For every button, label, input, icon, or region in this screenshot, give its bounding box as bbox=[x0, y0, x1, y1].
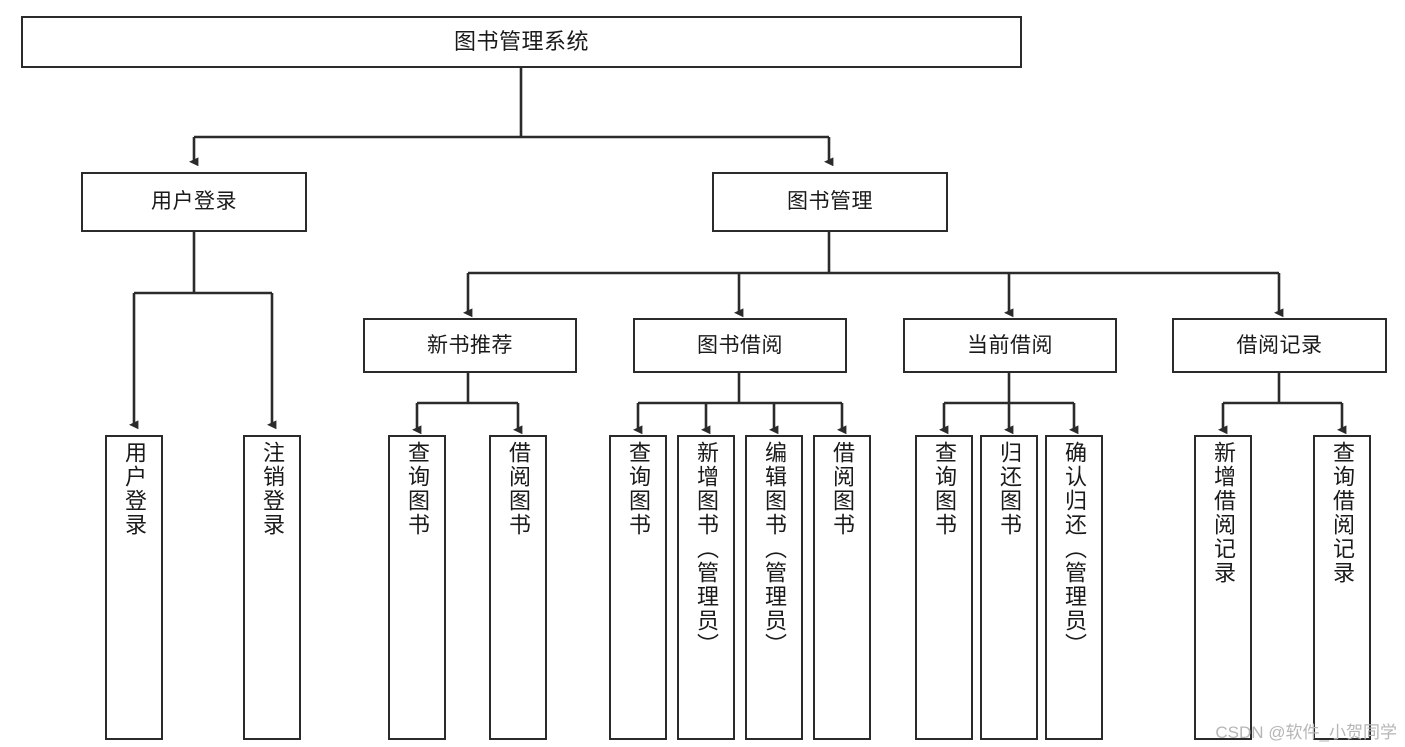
node-leaf-add-record[interactable]: 新增借阅记录 bbox=[1194, 435, 1252, 740]
node-label: 借阅图书 bbox=[506, 441, 531, 537]
node-user-login[interactable]: 用户登录 bbox=[81, 172, 307, 232]
node-leaf-borrow-book-2[interactable]: 借阅图书 bbox=[813, 435, 871, 740]
node-new-book-recommend[interactable]: 新书推荐 bbox=[363, 318, 577, 373]
node-label: 查询借阅记录 bbox=[1330, 441, 1355, 585]
node-book-management[interactable]: 图书管理 bbox=[712, 172, 948, 232]
node-leaf-query-record[interactable]: 查询借阅记录 bbox=[1313, 435, 1371, 740]
node-label: 编辑图书（管理员） bbox=[762, 441, 787, 657]
node-book-borrow[interactable]: 图书借阅 bbox=[633, 318, 847, 373]
node-label: 新增图书（管理员） bbox=[694, 441, 719, 657]
node-label: 注销登录 bbox=[260, 441, 285, 537]
node-root-book-management-system[interactable]: 图书管理系统 bbox=[21, 16, 1022, 68]
node-borrow-record[interactable]: 借阅记录 bbox=[1172, 318, 1387, 373]
node-label: 新书推荐 bbox=[427, 333, 513, 357]
node-label: 查询图书 bbox=[405, 441, 430, 537]
node-label: 图书管理 bbox=[787, 190, 873, 214]
node-label: 新增借阅记录 bbox=[1211, 441, 1236, 585]
node-leaf-return-book[interactable]: 归还图书 bbox=[980, 435, 1038, 740]
node-label: 查询图书 bbox=[932, 441, 957, 537]
csdn-watermark: CSDN @软件_小贺同学 bbox=[1215, 723, 1397, 742]
node-leaf-borrow-book-1[interactable]: 借阅图书 bbox=[489, 435, 547, 740]
node-leaf-add-book[interactable]: 新增图书（管理员） bbox=[677, 435, 735, 740]
node-leaf-edit-book[interactable]: 编辑图书（管理员） bbox=[745, 435, 803, 740]
node-label: 借阅图书 bbox=[830, 441, 855, 537]
node-current-borrow[interactable]: 当前借阅 bbox=[903, 318, 1117, 373]
node-leaf-user-login[interactable]: 用户登录 bbox=[105, 435, 163, 740]
node-label: 归还图书 bbox=[997, 441, 1022, 537]
node-label: 确认归还（管理员） bbox=[1062, 441, 1087, 657]
node-leaf-query-book-1[interactable]: 查询图书 bbox=[388, 435, 446, 740]
node-label: 当前借阅 bbox=[967, 333, 1053, 357]
node-leaf-logout-login[interactable]: 注销登录 bbox=[243, 435, 301, 740]
node-leaf-confirm-return[interactable]: 确认归还（管理员） bbox=[1045, 435, 1103, 740]
node-label: 查询图书 bbox=[626, 441, 651, 537]
node-label: 图书借阅 bbox=[697, 333, 783, 357]
node-leaf-query-book-3[interactable]: 查询图书 bbox=[915, 435, 973, 740]
node-label: 图书管理系统 bbox=[453, 28, 589, 54]
node-label: 用户登录 bbox=[151, 190, 237, 214]
node-label: 借阅记录 bbox=[1236, 333, 1323, 357]
node-label: 用户登录 bbox=[122, 441, 147, 537]
node-leaf-query-book-2[interactable]: 查询图书 bbox=[609, 435, 667, 740]
